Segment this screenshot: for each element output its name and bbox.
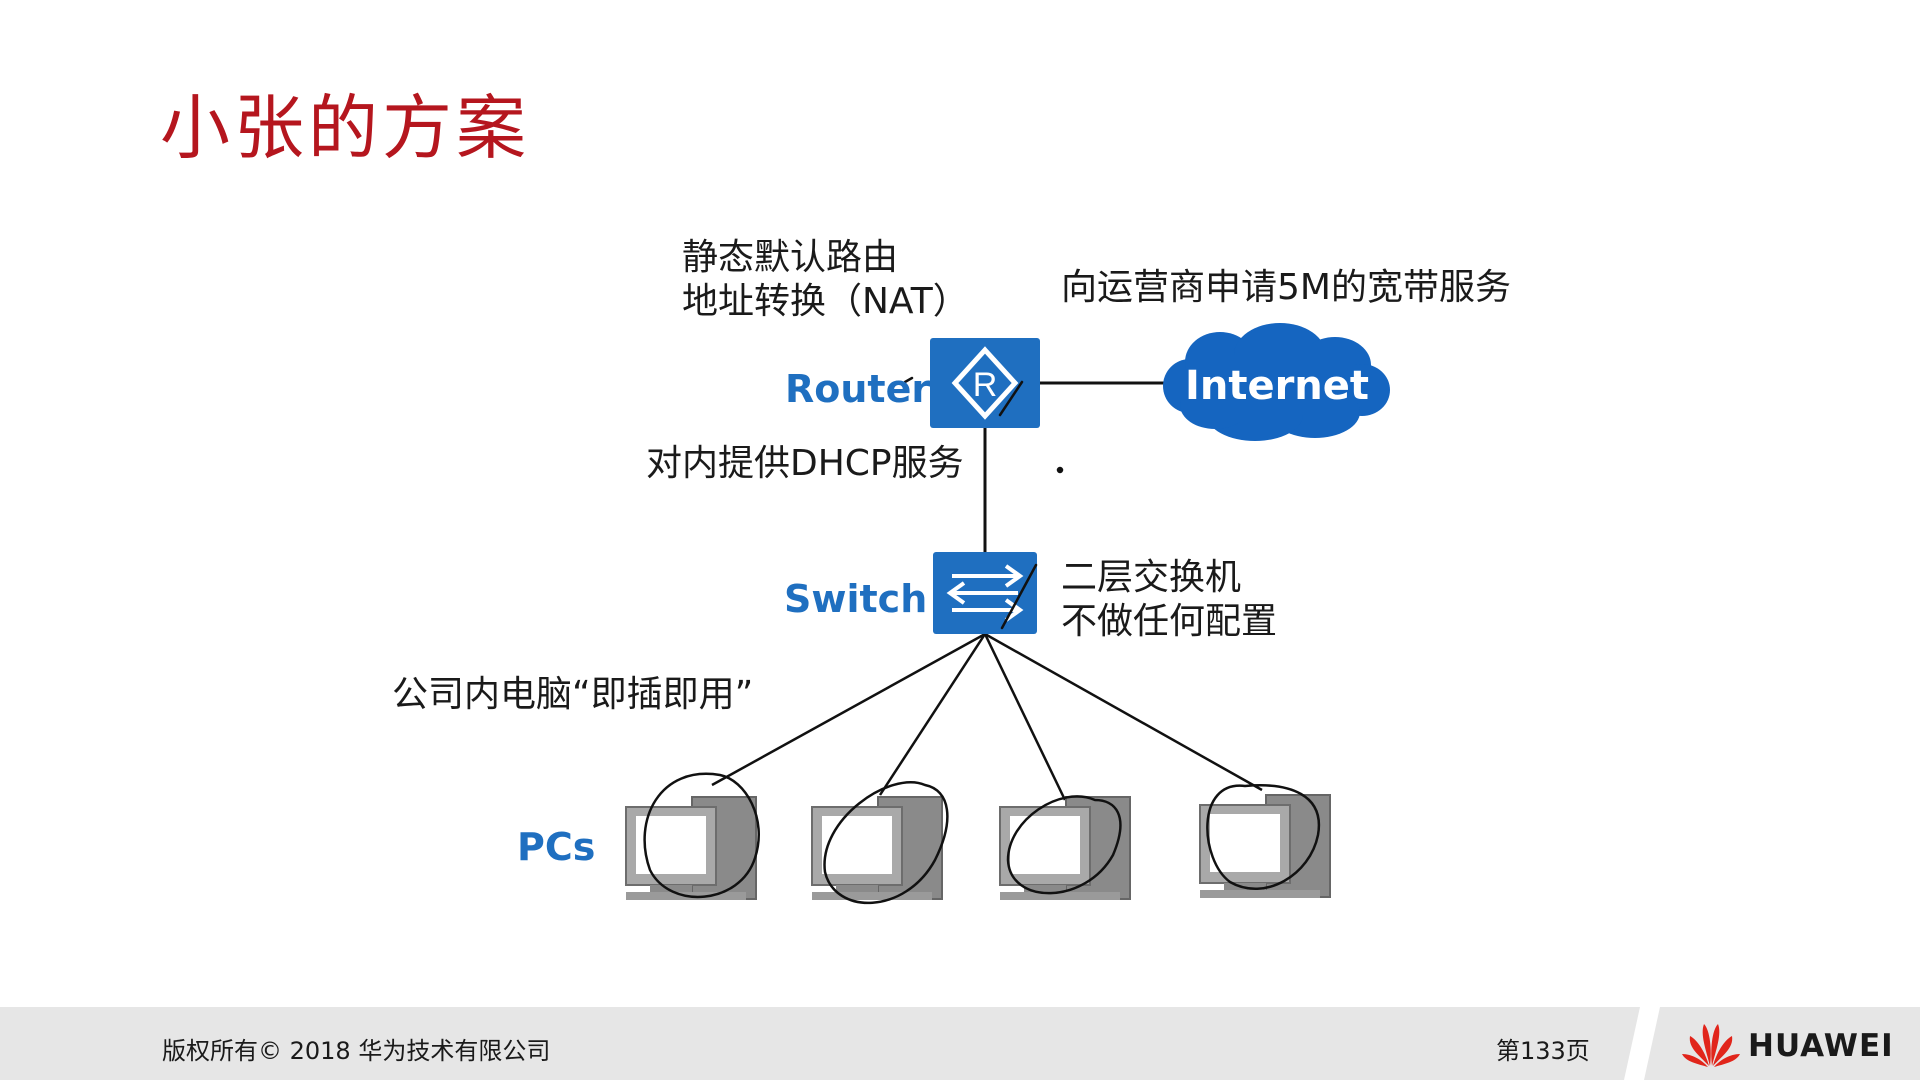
switch-note-line: 不做任何配置 — [1061, 601, 1278, 642]
switch-note-line: 二层交换机 — [1061, 557, 1242, 598]
link-switch-pc-2 — [878, 633, 987, 796]
pcs-note: 公司内电脑“即插即用” — [392, 674, 754, 715]
slide-title: 小张的方案 — [160, 87, 530, 169]
switch-label: Switch — [784, 577, 928, 621]
pc-icon — [811, 796, 943, 900]
switch-note: 二层交换机 不做任何配置 — [1061, 556, 1277, 644]
router-function-note: 静态默认路由 地址转换（NAT） — [682, 236, 969, 324]
dhcp-note: 对内提供DHCP服务 — [646, 443, 964, 484]
huawei-logo-icon — [1682, 1024, 1740, 1067]
link-switch-pc-1 — [711, 632, 986, 787]
pcs-label: PCs — [517, 825, 596, 869]
cloud-icon — [1163, 323, 1390, 441]
router-label: Router — [785, 367, 931, 411]
link-switch-pc-3 — [983, 633, 1067, 801]
internet-label: Internet — [1185, 363, 1369, 409]
footer-divider — [1624, 1007, 1660, 1080]
router-function-line: 静态默认路由 — [682, 237, 899, 278]
isp-note: 向运营商申请5M的宽带服务 — [1061, 267, 1511, 308]
slide-footer — [0, 1007, 1920, 1080]
pc-icon — [1199, 794, 1331, 898]
page-number: 第133页 — [1496, 1037, 1590, 1065]
link-switch-pc-4 — [984, 632, 1263, 792]
copyright-text: 版权所有© 2018 华为技术有限公司 — [162, 1037, 551, 1065]
router-function-line: 地址转换（NAT） — [682, 281, 969, 322]
huawei-brand-text: HUAWEI — [1748, 1028, 1894, 1064]
pen-annotations — [643, 376, 1321, 904]
svg-text:R: R — [973, 366, 998, 404]
router-icon: R — [930, 338, 1040, 428]
